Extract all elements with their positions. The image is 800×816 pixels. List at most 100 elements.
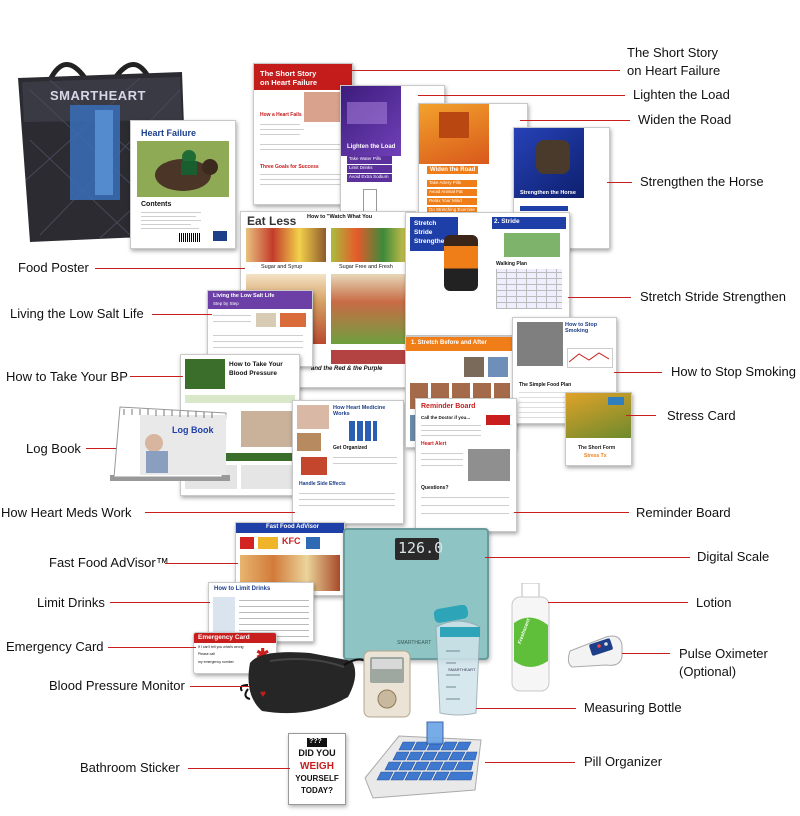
connector-strengthen: [607, 182, 632, 183]
heart-symbol-icon: ♥: [260, 689, 266, 700]
label-low-salt: Living the Low Salt Life: [10, 306, 144, 321]
bp-monitor-graphic: [239, 650, 411, 718]
connector-reminder: [514, 512, 629, 513]
fast-food-title: Fast Food AdVisor: [266, 524, 320, 530]
handle-side: Handle Side Effects: [299, 481, 346, 487]
heart-failure-title: Heart Failure: [141, 128, 197, 138]
bottle-brand: SMARTHEART: [448, 667, 476, 672]
label-lotion: Lotion: [696, 595, 732, 610]
stress-card-title-2: Stress Tx: [584, 453, 607, 459]
label-fast-food: Fast Food AdVisor™: [49, 555, 169, 570]
connector-pulse-ox: [622, 653, 670, 654]
connector-bp-monitor: [190, 686, 250, 687]
label-limit-drinks: Limit Drinks: [37, 595, 105, 610]
label-digital-scale: Digital Scale: [697, 549, 770, 564]
label-reminder-board: Reminder Board: [636, 505, 731, 520]
sticker-question: ???: [309, 738, 322, 745]
label-short-story-1: The Short Story: [627, 45, 719, 60]
stop-smoking-title: How to Stop Smoking: [565, 322, 598, 334]
barcode: [179, 233, 201, 242]
connector-low-salt: [152, 314, 212, 315]
label-stretch-stride: Stretch Stride Strengthen: [640, 289, 786, 304]
log-book: Log Book: [110, 405, 230, 485]
red-purple-heading: and the Red & the Purple: [311, 366, 383, 372]
label-heart-meds: How Heart Meds Work: [1, 505, 132, 520]
lighten-bullet-3: Avoid Extra Sodium: [349, 174, 389, 179]
scale-brand: SMARTHEART: [397, 640, 432, 646]
label-widen-road: Widen the Road: [638, 112, 732, 127]
label-stress-card: Stress Card: [667, 408, 736, 423]
log-book-title: Log Book: [172, 425, 214, 435]
label-lighten-load: Lighten the Load: [633, 87, 730, 102]
connector-heart-meds: [145, 512, 295, 513]
heart-alert: Heart Alert: [421, 441, 447, 447]
lighten-bullet-1: Take Water Pills: [349, 156, 382, 161]
connector-stretch-stride: [568, 297, 631, 298]
take-bp-title-2: Blood Pressure: [229, 370, 278, 377]
log-book-graphic: [110, 406, 230, 481]
short-story-doc: The Short Story on Heart Failure How a H…: [253, 63, 353, 205]
stress-card-title-1: The Short Form: [578, 445, 616, 451]
label-log-book: Log Book: [26, 441, 81, 456]
connector-lotion: [548, 602, 688, 603]
kfc-logo: KFC: [282, 536, 301, 546]
connector-measuring: [476, 708, 576, 709]
stretch-before-title: 1. Stretch Before and After: [411, 340, 487, 346]
measuring-bottle: SMARTHEART: [430, 604, 488, 717]
stride-header: 2. Stride: [494, 218, 520, 225]
widen-bullet-3: Relax Your Mind: [429, 198, 462, 203]
connector-emergency: [108, 647, 196, 648]
stretch-title-1: Stretch: [414, 220, 437, 227]
label-stop-smoking: How to Stop Smoking: [671, 364, 797, 379]
label-measuring-bottle: Measuring Bottle: [584, 700, 682, 715]
get-organized: Get Organized: [333, 445, 368, 451]
strengthen-title: Strengthen the Horse: [520, 190, 576, 196]
measuring-bottle-graphic: [433, 604, 481, 716]
stretch-title-3: Strengthen: [414, 238, 449, 245]
sugar-syrup: Sugar and Syrup: [261, 264, 303, 270]
oximeter-graphic: [567, 635, 623, 668]
stretch-stride-doc: Stretch Stride Strengthen 2. Stride Walk…: [405, 212, 570, 336]
emergency-line-2: Please call: [198, 652, 215, 656]
lotion-graphic: [511, 582, 550, 692]
reminder-title: Reminder Board: [421, 403, 476, 410]
stretch-title-2: Stride: [414, 229, 433, 236]
how-to-watch-heading: How to "Watch What You: [307, 214, 373, 220]
sticker-line-2: WEIGH: [300, 761, 334, 772]
label-emergency-card: Emergency Card: [6, 639, 104, 654]
emergency-line-1: If I can't tell you what's wrong: [198, 645, 244, 649]
connector-limit-drinks: [110, 602, 210, 603]
connector-take-bp: [130, 376, 183, 377]
walking-plan-grid: [496, 269, 562, 309]
connector-pill: [485, 762, 575, 763]
sugar-free: Sugar Free and Fresh: [339, 264, 393, 270]
eat-less-heading: Eat Less: [247, 214, 297, 228]
label-bathroom-sticker: Bathroom Sticker: [80, 760, 180, 775]
sticker-line-3: YOURSELF: [295, 774, 339, 783]
low-salt-title: Living the Low Salt Life: [213, 293, 275, 299]
lotion-bottle: Freshscent: [508, 582, 553, 693]
simple-food-plan: The Simple Food Plan: [519, 382, 572, 388]
label-short-story-2: on Heart Failure: [627, 63, 721, 78]
connector-stop-smoking: [614, 372, 662, 373]
reminder-board: Reminder Board Call the Doctor if you...…: [415, 398, 517, 532]
widen-bullet-2: Avoid Animal Fat: [429, 189, 463, 194]
meds-title: How Heart Medicine Works: [333, 405, 386, 417]
jockey-photo: [137, 141, 229, 197]
how-heart-fails: How a Heart Fails: [260, 112, 302, 118]
scale-reading: 126.0: [398, 539, 444, 557]
sticker-line-4: TODAY?: [300, 786, 333, 795]
pill-organizer-graphic: [364, 721, 482, 799]
short-story-title-1: The Short Story: [260, 69, 317, 78]
connector-fast-food: [165, 563, 238, 564]
connector-digital-scale: [485, 557, 690, 558]
low-salt-sub: Step by Step: [213, 301, 239, 306]
connector-lighten: [418, 95, 625, 96]
contents-title: Contents: [141, 201, 172, 208]
emergency-title: Emergency Card: [198, 634, 250, 641]
short-story-title-2: on Heart Failure: [260, 78, 318, 87]
limit-drinks-title: How to Limit Drinks: [214, 586, 271, 592]
label-pill-organizer: Pill Organizer: [584, 754, 663, 769]
connector-stress-card: [626, 415, 656, 416]
logo-mark: [213, 231, 227, 241]
